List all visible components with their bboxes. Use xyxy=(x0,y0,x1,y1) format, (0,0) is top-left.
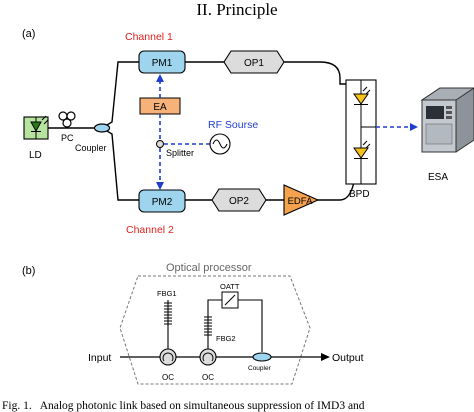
edfa-triangle xyxy=(283,184,320,216)
oc2-label: OC xyxy=(202,373,214,382)
panel-b-label: (b) xyxy=(22,265,35,277)
fibre-upper-path xyxy=(101,61,356,129)
fbg2-grating-icon xyxy=(204,316,212,336)
oatt-label: OATT xyxy=(220,282,240,291)
pm1-label: PM1 xyxy=(152,58,173,69)
fbg1-label: FBG1 xyxy=(157,289,177,298)
pm1-box xyxy=(138,50,186,74)
esa-instrument-icon xyxy=(420,87,474,153)
bpd-lower-diode-icon xyxy=(353,140,371,184)
oc2-circulator-icon xyxy=(199,348,217,366)
oatt-diagonal xyxy=(224,294,236,306)
op1-label: OP1 xyxy=(244,58,264,69)
pm2-label: PM2 xyxy=(152,197,173,208)
ld-label: LD xyxy=(29,150,42,161)
input-label: Input xyxy=(88,352,111,364)
oc2-rotation-arrow xyxy=(202,352,214,362)
panel-a-label: (a) xyxy=(22,28,35,40)
coupler-b-label: Coupler xyxy=(248,365,272,372)
esa-label: ESA xyxy=(428,172,448,183)
rf-sine-wave xyxy=(212,139,228,149)
op2-box xyxy=(211,188,267,212)
coupler-a-icon xyxy=(93,123,111,133)
pm2-box xyxy=(138,189,186,213)
output-label: Output xyxy=(332,352,364,364)
oc1-rotation-arrow xyxy=(162,352,174,362)
pc-loops-icon xyxy=(58,111,76,128)
oatt-to-coupler-fiber xyxy=(238,299,263,352)
fbg1-grating-icon xyxy=(164,302,172,325)
splitter-node xyxy=(156,140,164,148)
fbg2-label: FBG2 xyxy=(216,334,236,343)
splitter-label: Splitter xyxy=(166,148,194,158)
channel1-label: Channel 1 xyxy=(125,31,173,43)
op2-label: OP2 xyxy=(229,196,249,207)
ld-diode-icon xyxy=(30,115,49,139)
oc1-circulator-icon xyxy=(159,348,177,366)
coupler-a-label: Coupler xyxy=(75,143,107,153)
section-title: II. Principle xyxy=(196,0,277,19)
edfa-label: EDFA xyxy=(288,196,313,207)
figure-caption: Fig. 1. Analog photonic link based on si… xyxy=(2,400,365,412)
optical-processor-title: Optical processor xyxy=(166,262,252,274)
channel2-label: Channel 2 xyxy=(126,224,174,236)
oc1-label: OC xyxy=(162,373,174,382)
pc-label: PC xyxy=(61,133,74,143)
processor-dashed-outline xyxy=(119,275,311,385)
coupler-b-icon xyxy=(252,352,272,362)
bpd-label: BPD xyxy=(349,189,370,200)
rf-source-label: RF Sourse xyxy=(208,119,258,131)
op1-box xyxy=(223,50,285,74)
rf-dashed-links xyxy=(156,74,210,190)
ea-label: EA xyxy=(153,102,167,113)
